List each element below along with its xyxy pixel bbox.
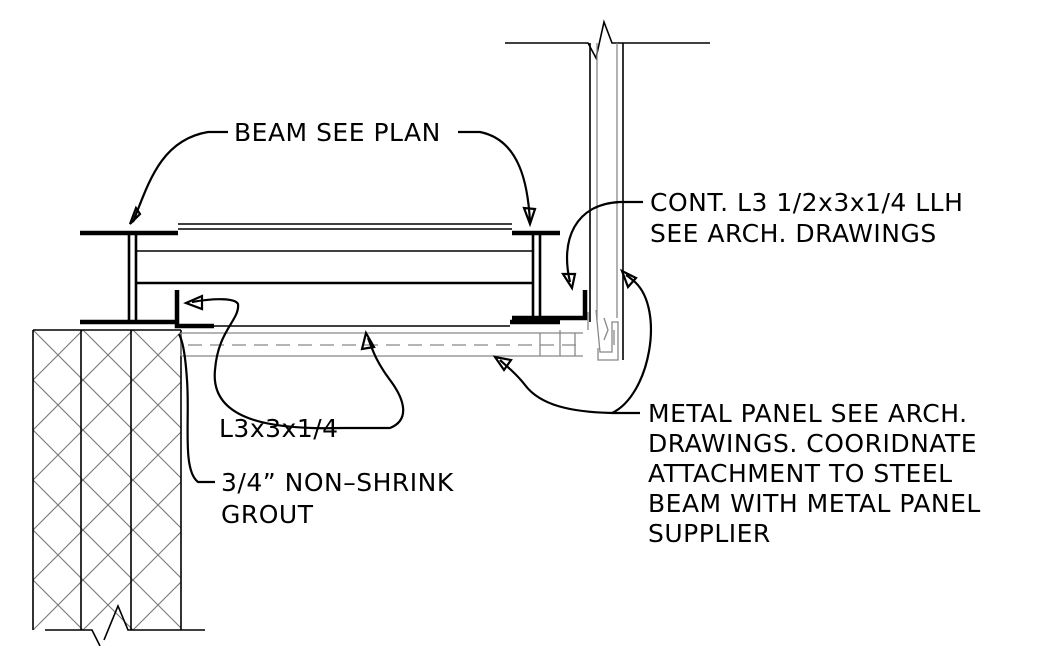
leaders [128,130,653,484]
label-angle: L3x3x1/4 [219,414,339,443]
label-cont-angle-line2: SEE ARCH. DRAWINGS [650,219,937,248]
angle-l3-1-2x3-cont [512,290,588,321]
angle-l3x3 [174,290,214,329]
label-grout-line2: GROUT [221,500,314,529]
steel-beam [80,223,560,327]
label-cont-angle-line1: CONT. L3 1/2x3x1/4 LLH [650,188,963,217]
labels: BEAM SEE PLAN CONT. L3 1/2x3x1/4 LLH SEE… [219,118,981,548]
label-panel-line3: ATTACHMENT TO STEEL [648,459,953,488]
label-panel-line5: SUPPLIER [648,519,771,548]
label-grout-line1: 3/4” NON–SHRINK [221,468,454,497]
bottom-break-line [45,603,205,646]
label-beam-see-plan: BEAM SEE PLAN [234,118,441,147]
label-panel-line1: METAL PANEL SEE ARCH. [648,399,968,428]
masonry-wall [32,329,182,630]
grout-pad [180,330,583,357]
label-panel-line2: DRAWINGS. COORIDNATE [648,429,977,458]
masonry-hatch [33,330,181,630]
label-panel-line4: BEAM WITH METAL PANEL [648,489,981,518]
